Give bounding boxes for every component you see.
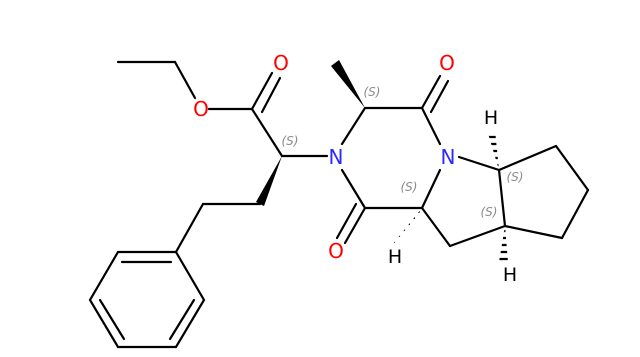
bond-cp-3 — [560, 188, 590, 240]
atom-o-lower: O — [328, 239, 344, 263]
atom-o-ester: O — [193, 97, 209, 121]
bond-ch2-phenyl — [174, 202, 205, 254]
bond-ester-carbonyl-2 — [260, 76, 282, 114]
atom-o-upper: O — [439, 51, 455, 75]
benzene-double-2 — [168, 298, 196, 341]
bond-n-methyl-carbon — [340, 106, 367, 146]
atom-o-ester-carbonyl: O — [273, 51, 289, 75]
stereo-label-alpha-carbon: (S) — [282, 134, 299, 148]
bond-carbonyl-alpha — [250, 107, 284, 158]
atom-n-right: N — [441, 145, 456, 169]
bond-carbonyl-n-right — [420, 106, 442, 146]
stereo-labels: (S) (S) (S) (S) (S) — [282, 85, 524, 219]
benzene-double-3 — [98, 298, 126, 341]
bond-ch2-junction-left — [420, 206, 452, 248]
bond-upper-carbonyl-1 — [420, 74, 442, 110]
hashed-bond-h-top — [487, 135, 499, 167]
stereo-label-ring-junction-left: (S) — [401, 180, 418, 194]
stereo-label-ring-junction-bottom: (S) — [481, 205, 498, 219]
bond-lower-carbonyl-1 — [343, 206, 367, 245]
hashed-bond-h-bottom — [499, 229, 508, 261]
bond-n-right-junction — [420, 168, 442, 210]
bond-ester-carbonyl-1 — [250, 71, 274, 111]
bond-lower-carbonyl-n-left — [340, 168, 367, 210]
atom-n-left: N — [329, 145, 344, 169]
atom-labels: O O N N O O H H H — [193, 51, 517, 286]
bond-ethyl-ch2-o — [173, 60, 197, 100]
bond-upper-carbonyl-2 — [429, 79, 450, 114]
bond-lower-carbonyl-2 — [335, 202, 358, 240]
bond-cp-1 — [497, 144, 558, 172]
bond-junction-bottom-ch2 — [448, 224, 507, 248]
benzene-ring — [88, 250, 206, 349]
atom-h-bottom: H — [503, 264, 517, 286]
stereo-label-methyl-carbon: (S) — [364, 85, 381, 99]
bond-cp-2 — [554, 144, 590, 192]
wedge-bond-alpha-ch2 — [256, 156, 282, 206]
hashed-bond-h-left — [393, 208, 421, 244]
bonds — [88, 60, 590, 349]
bond-junction-top-bottom — [497, 168, 507, 228]
atom-h-left: H — [388, 246, 402, 268]
stereo-label-ring-junction-top: (S) — [507, 170, 524, 184]
wedge-bond-methyl — [331, 60, 365, 108]
bond-cp-4 — [503, 224, 564, 240]
atom-h-top: H — [484, 107, 498, 129]
bond-n-right-junction-top — [457, 155, 501, 172]
